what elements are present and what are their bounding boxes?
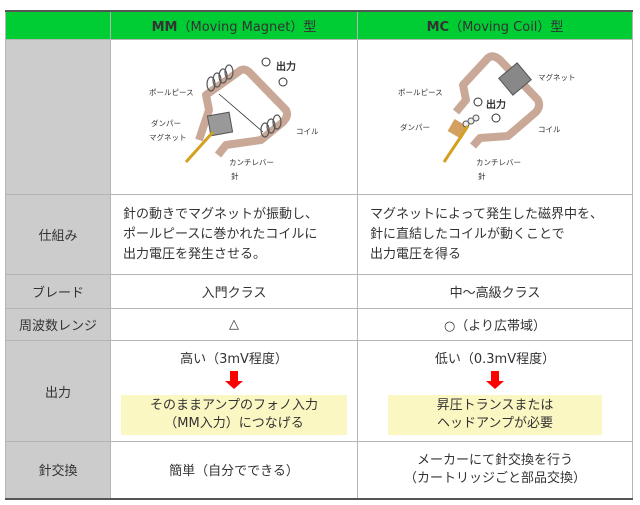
needle-row: 針交換 簡単（自分でできる） メーカーにて針交換を行う （カートリッジごと部品交換… [5, 441, 633, 500]
text-line: 出力電圧を発生させる。 [123, 246, 267, 262]
frequency-label: 周波数レンジ [5, 308, 111, 341]
mc-damper-label: ダンパー [400, 122, 430, 132]
mm-coil-label: コイル [296, 127, 319, 136]
text-line: 出力電圧を得る [370, 246, 462, 262]
text-line: メーカーにて針交換を行う [416, 452, 573, 468]
mm-title: MM [151, 20, 178, 35]
text-line: ポールピースに巻かれたコイルに [123, 226, 318, 242]
mc-pole-piece-label: ポールピース [398, 88, 443, 97]
mm-subtitle: （Moving Magnet）型 [177, 20, 317, 35]
mc-output-note: 昇圧トランスまたはヘッドアンプが必要 [388, 394, 602, 435]
mc-cantilever-label: カンチレバー [476, 158, 521, 167]
header-blank [5, 10, 111, 40]
grade-row: ブレード 入門クラス 中～高級クラス [5, 274, 633, 309]
comparison-table: MM（Moving Magnet）型 MC（Moving Coil）型 出力 ポ… [5, 10, 633, 500]
down-arrow-icon [486, 370, 504, 389]
header-mm: MM（Moving Magnet）型 [110, 10, 358, 40]
header-mc: MC（Moving Coil）型 [357, 10, 633, 40]
mm-output-value: 高い（3mV程度） [180, 351, 288, 367]
mc-output-value: 低い（0.3mV程度） [434, 351, 556, 367]
mc-output-label: 出力 [486, 98, 506, 111]
frequency-row: 周波数レンジ △ ○（より広帯域） [5, 308, 633, 341]
grade-label: ブレード [5, 274, 111, 309]
mm-cantilever-label: カンチレバー [229, 158, 274, 167]
mc-coil-label: コイル [538, 125, 561, 134]
mc-subtitle: （Moving Coil）型 [449, 20, 564, 35]
mechanism-label: 仕組み [5, 194, 111, 275]
mc-output: 低い（0.3mV程度） 昇圧トランスまたはヘッドアンプが必要 [357, 340, 633, 442]
mm-output-note: そのままアンプのフォノ入力 （MM入力）につなげる [121, 394, 347, 435]
mc-mechanism: マグネットによって発生した磁界中を、針に直結したコイルが動くことで出力電圧を得る [357, 194, 633, 275]
mm-magnet-label: マグネット [149, 132, 187, 142]
mc-needle-label: 針 [478, 171, 486, 181]
mc-magnet-label: マグネット [538, 72, 576, 82]
mm-damper-label: ダンパー [151, 118, 181, 128]
mm-cartridge-diagram: 出力 ポールピース ダンパー マグネット コイル カンチレバー 針 [149, 57, 319, 181]
mm-needle-label: 針 [231, 171, 239, 181]
mc-title: MC [426, 20, 450, 35]
mm-mechanism: 針の動きでマグネットが振動し、ポールピースに巻かれたコイルに出力電圧を発生させる… [110, 194, 358, 275]
text-line: （カートリッジごと部品交換） [403, 470, 586, 486]
text-line: 昇圧トランスまたは [436, 397, 554, 413]
mc-frequency: ○（より広帯域） [357, 308, 633, 341]
text-line: ヘッドアンプが必要 [436, 415, 554, 431]
mc-needle: メーカーにて針交換を行う （カートリッジごと部品交換） [357, 441, 633, 500]
mm-pole-piece-label: ポールピース [149, 88, 194, 97]
mm-output-label: 出力 [276, 60, 296, 73]
diagram-row: 出力 ポールピース ダンパー マグネット コイル カンチレバー 針 出力 ポール… [5, 39, 633, 195]
mm-needle: 簡単（自分でできる） [110, 441, 358, 500]
text-line: そのままアンプのフォノ入力 [149, 397, 319, 413]
mm-diagram-cell: 出力 ポールピース ダンパー マグネット コイル カンチレバー 針 [110, 39, 358, 195]
mechanism-row: 仕組み 針の動きでマグネットが振動し、ポールピースに巻かれたコイルに出力電圧を発… [5, 194, 633, 275]
mm-grade: 入門クラス [110, 274, 358, 309]
output-label: 出力 [5, 340, 111, 442]
text-line: （MM入力）につなげる [164, 415, 304, 431]
mm-frequency: △ [110, 308, 358, 341]
mc-diagram-cell: 出力 ポールピース ダンパー マグネット コイル カンチレバー 針 [357, 39, 633, 195]
needle-label: 針交換 [5, 441, 111, 500]
text-line: 針の動きでマグネットが振動し、 [123, 206, 319, 222]
mc-grade: 中～高級クラス [357, 274, 633, 309]
mm-output: 高い（3mV程度） そのままアンプのフォノ入力 （MM入力）につなげる [110, 340, 358, 442]
output-row: 出力 高い（3mV程度） そのままアンプのフォノ入力 （MM入力）につなげる 低い… [5, 340, 633, 442]
mc-cartridge-diagram: 出力 ポールピース ダンパー マグネット コイル カンチレバー 針 [398, 52, 576, 181]
diagram-label-cell [5, 39, 111, 195]
header-row: MM（Moving Magnet）型 MC（Moving Coil）型 [5, 10, 633, 40]
text-line: 針に直結したコイルが動くことで [370, 226, 565, 242]
text-line: マグネットによって発生した磁界中を、 [370, 206, 603, 222]
down-arrow-icon [225, 370, 243, 389]
